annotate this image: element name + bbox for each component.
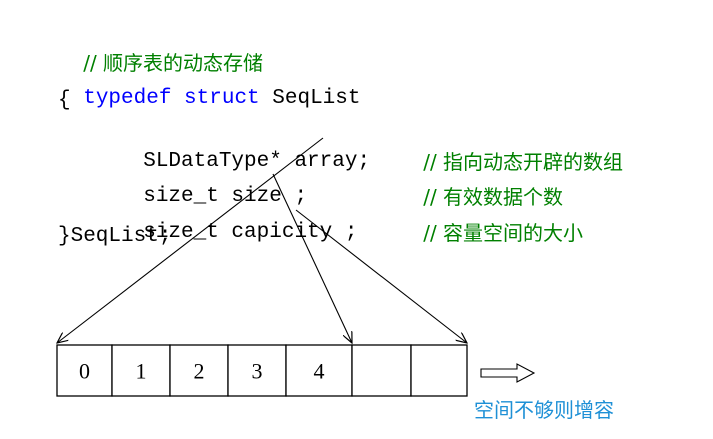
field-capacity-comment: // 容量空间的大小 [423,221,584,245]
size-pointer-arrow [272,173,352,343]
array-cell-label: 2 [194,359,205,384]
code-field-size: size_t size ; [118,152,307,212]
array-pointer-arrow [57,137,324,343]
array-cell-label: 1 [136,359,147,384]
array-cells: 0 1 2 3 4 [56,344,468,397]
code-comment-size: // 有效数据个数 [398,152,563,215]
array-cell [227,344,287,397]
code-field-capacity: size_t capicity ; [118,188,357,248]
code-open-brace: { [58,89,71,112]
field-array-decl: SLDataType* array; [143,150,371,173]
title-comment: // 顺序表的动态存储 [83,51,264,75]
array-cell [285,344,353,397]
grow-capacity-caption: 空间不够则增容 [474,398,614,422]
expand-arrow-icon [480,363,536,383]
array-cell [169,344,229,397]
array-cell [111,344,171,397]
field-capacity-decl: size_t capicity ; [143,221,358,244]
field-size-decl: size_t size ; [143,185,308,208]
field-array-comment: // 指向动态开辟的数组 [423,150,624,174]
struct-name: SeqList [259,87,361,110]
code-close-line: }SeqList; [58,225,172,248]
typedef-keyword: typedef struct [83,87,260,110]
code-comment-array: // 指向动态开辟的数组 [398,117,623,180]
array-cell [351,344,412,397]
array-cell [410,344,468,397]
array-cell-label: 4 [314,359,325,384]
array-cell [56,344,113,397]
code-comment-capacity: // 容量空间的大小 [398,188,583,251]
array-cell-label: 3 [252,359,263,384]
field-size-comment: // 有效数据个数 [423,185,564,209]
capacity-pointer-arrow [295,209,467,343]
code-typedef-line: typedef struct SeqList [58,54,360,114]
array-cell-label: 0 [79,359,90,384]
code-comment-title: // 顺序表的动态存储 [58,18,263,81]
code-field-array: SLDataType* array; [118,117,370,177]
